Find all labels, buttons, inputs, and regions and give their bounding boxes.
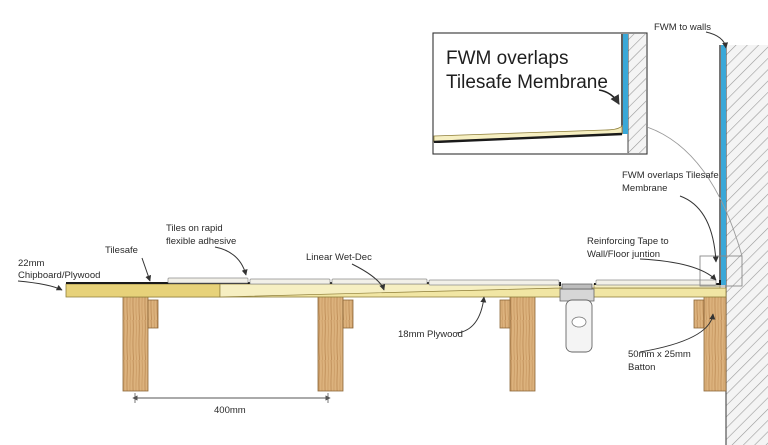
leader-lines xyxy=(17,31,729,353)
timber-joists xyxy=(122,295,727,392)
label-batton-1: 50mm x 25mm xyxy=(628,349,691,360)
inset-detail: FWM overlaps Tilesafe Membrane xyxy=(432,32,648,155)
inset-label-line2: Tilesafe Membrane xyxy=(446,72,608,93)
label-chipboard-1: 22mm xyxy=(18,258,44,269)
label-tiles-1: Tiles on rapid xyxy=(166,223,223,234)
chipboard-22mm xyxy=(65,283,221,298)
wall-hatched xyxy=(726,45,768,445)
label-tilesafe: Tilesafe xyxy=(105,245,138,256)
fwm-wall-membrane xyxy=(721,45,726,285)
detail-connector xyxy=(646,126,743,257)
label-dimension: 400mm xyxy=(214,405,246,416)
label-tiles-2: flexible adhesive xyxy=(166,236,236,247)
linear-drain xyxy=(559,283,595,353)
label-tape-2: Wall/Floor juntion xyxy=(587,249,660,260)
inset-label-line1: FWM overlaps xyxy=(446,48,568,69)
junction-detail-box xyxy=(699,255,743,287)
floor-tiles xyxy=(167,277,717,286)
label-fwm-overlaps-2: Membrane xyxy=(622,183,667,194)
label-chipboard-2: Chipboard/Plywood xyxy=(18,270,100,281)
label-fwm-overlaps-1: FWM overlaps Tilesafe xyxy=(622,170,719,181)
label-fwm-to-walls: FWM to walls xyxy=(654,22,711,33)
dimension-400mm xyxy=(132,393,331,403)
label-batton-2: Batton xyxy=(628,362,655,373)
label-plywood-18mm: 18mm Plywood xyxy=(398,329,463,340)
label-linear-wet-dec: Linear Wet-Dec xyxy=(306,252,372,263)
label-tape-1: Reinforcing Tape to xyxy=(587,236,669,247)
